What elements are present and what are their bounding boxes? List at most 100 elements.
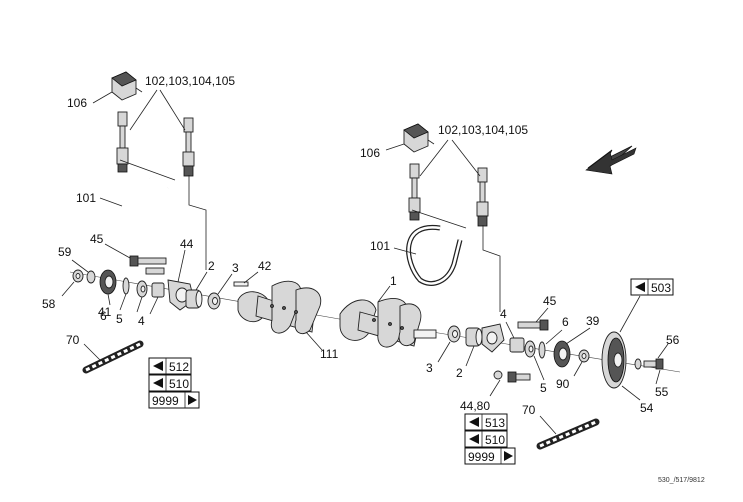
label-1: 1 xyxy=(390,274,397,288)
label-3-left: 3 xyxy=(232,261,239,275)
leader-55 xyxy=(655,369,661,385)
label-4-right: 4 xyxy=(500,307,507,321)
label-58: 58 xyxy=(42,297,56,311)
chain-70-left xyxy=(82,340,144,374)
label-101-right: 101 xyxy=(370,239,390,253)
connector-right-2 xyxy=(476,167,489,227)
collar-5-right xyxy=(524,340,536,358)
leader-45-right xyxy=(535,307,549,323)
ref-box-9999-right[interactable]: 9999 xyxy=(464,447,516,465)
washer-59 xyxy=(86,270,96,284)
leader-90 xyxy=(573,361,583,377)
ref-510-left-text: 510 xyxy=(169,377,189,391)
nut-58 xyxy=(72,269,84,283)
leader-4-left xyxy=(149,296,159,315)
label-6-left: 6 xyxy=(100,309,107,323)
ref-box-512[interactable]: 512 xyxy=(148,357,192,375)
leader-41 xyxy=(107,293,111,306)
leader-102-right-a xyxy=(419,139,449,177)
leader-2-right xyxy=(465,345,475,367)
leader-5-right xyxy=(533,355,545,381)
pulley-54 xyxy=(601,331,627,389)
label-5-left: 5 xyxy=(116,312,123,326)
collar-5-left xyxy=(136,280,148,298)
ref-513-text: 513 xyxy=(485,416,505,430)
label-102-105-left: 102,103,104,105 xyxy=(145,74,235,88)
key-42 xyxy=(233,281,249,287)
leader-102-left-b xyxy=(159,89,186,131)
bolt-45-left xyxy=(129,255,167,267)
label-70-right: 70 xyxy=(522,403,536,417)
label-54: 54 xyxy=(640,401,654,415)
label-39: 39 xyxy=(586,314,600,328)
label-106-left: 106 xyxy=(67,96,87,110)
leader-5-left xyxy=(136,296,143,313)
bolt-44-80 xyxy=(493,370,531,383)
label-70-left: 70 xyxy=(66,333,80,347)
leader-44 xyxy=(177,249,186,283)
leader-45-left xyxy=(104,243,131,259)
label-55: 55 xyxy=(655,385,669,399)
leader-102-right-b xyxy=(451,139,481,177)
label-3-right: 3 xyxy=(426,361,433,375)
bracket-44-right xyxy=(481,323,505,353)
label-102-105-right: 102,103,104,105 xyxy=(438,123,528,137)
washer-56 xyxy=(634,358,642,370)
ref-box-510-right[interactable]: 510 xyxy=(464,430,508,448)
drawing-code: 530_/517/9812 xyxy=(658,477,705,484)
leader-42 xyxy=(243,271,259,284)
ref-box-513[interactable]: 513 xyxy=(464,413,508,431)
label-106-right: 106 xyxy=(360,146,380,160)
bushing-4-right xyxy=(509,337,525,353)
label-45-right: 45 xyxy=(543,294,557,308)
wire-route-left xyxy=(188,175,207,270)
leader-503 xyxy=(619,295,641,333)
leader-3-right xyxy=(437,341,451,363)
label-42: 42 xyxy=(258,259,272,273)
leader-111 xyxy=(305,331,323,351)
leader-70-left xyxy=(83,343,101,361)
ref-box-9999-left[interactable]: 9999 xyxy=(148,391,200,409)
label-5-right: 5 xyxy=(540,381,547,395)
label-90: 90 xyxy=(556,377,570,391)
label-59: 59 xyxy=(58,245,72,259)
cable-101-left xyxy=(116,159,176,233)
ref-box-503[interactable]: 503 xyxy=(630,278,674,296)
leader-101-left xyxy=(99,197,123,207)
leader-54 xyxy=(621,385,641,401)
leader-3-left xyxy=(217,273,233,295)
sprocket-39 xyxy=(553,340,571,368)
bushing-4-left xyxy=(151,282,165,298)
collar-3-left xyxy=(207,292,221,310)
leader-70-right xyxy=(539,415,557,435)
leader-1 xyxy=(377,285,391,303)
chain-70-right xyxy=(536,418,600,450)
auger-1 xyxy=(339,298,437,348)
leader-2-left xyxy=(195,271,208,291)
collar-3-right xyxy=(447,325,461,343)
label-41: 41 xyxy=(98,305,112,319)
leader-4-right xyxy=(505,321,515,339)
cable-101-right xyxy=(406,209,467,286)
label-2-right: 2 xyxy=(456,366,463,380)
ref-box-510-left[interactable]: 510 xyxy=(148,374,192,392)
label-45-left: 45 xyxy=(90,232,104,246)
label-6-right: 6 xyxy=(562,315,569,329)
bolt-45-right xyxy=(517,319,549,331)
label-44-80: 44,80 xyxy=(460,399,490,413)
leader-44-80 xyxy=(489,379,501,397)
leader-101-right xyxy=(393,247,417,255)
ref-512-text: 512 xyxy=(169,360,189,374)
auger-111 xyxy=(237,280,322,334)
label-44-left: 44 xyxy=(180,237,194,251)
ref-510-right-text: 510 xyxy=(485,433,505,447)
wire-route-right xyxy=(482,225,501,312)
washer-90 xyxy=(578,349,590,363)
connector-left-2 xyxy=(182,117,195,177)
ref-9999-right-text: 9999 xyxy=(468,450,495,464)
sprocket-41 xyxy=(99,269,117,295)
ring-6-left xyxy=(122,277,130,295)
leader-56 xyxy=(657,343,669,359)
sensor-106-left xyxy=(111,71,143,101)
